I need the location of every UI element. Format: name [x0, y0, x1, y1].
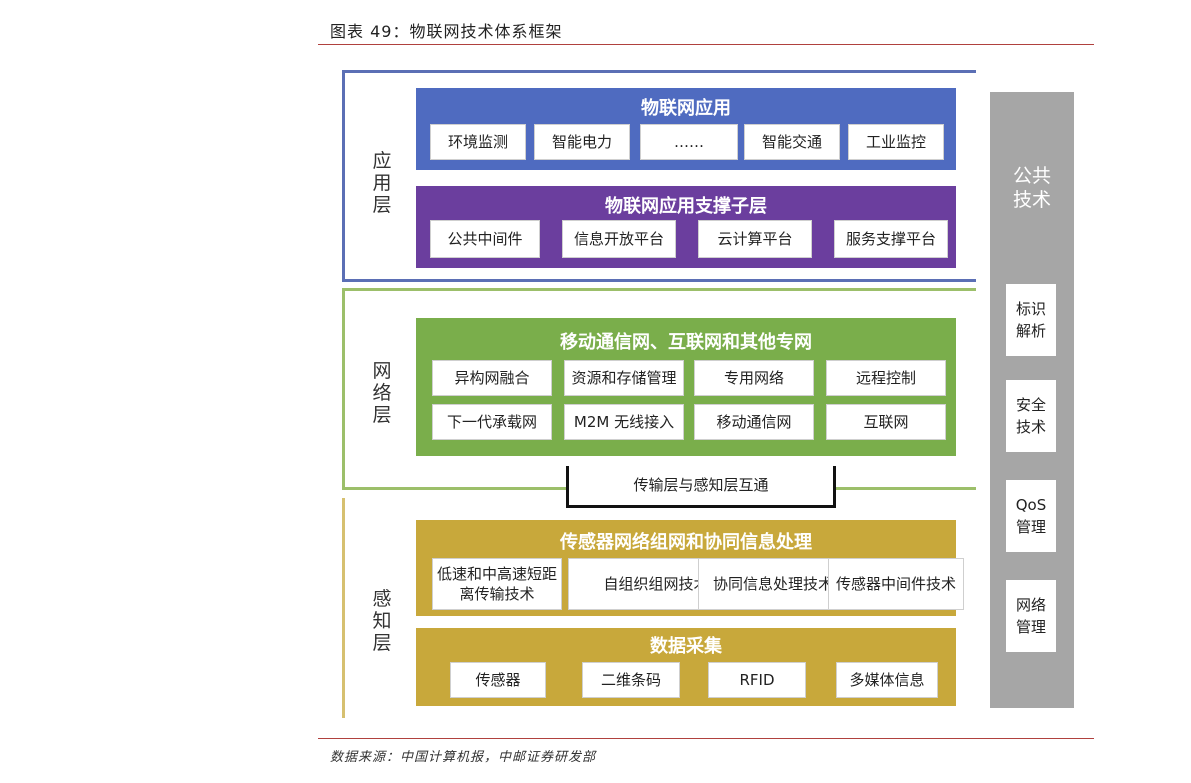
- data-item-rfid: RFID: [708, 662, 806, 698]
- app-item-environment: 环境监测: [430, 124, 526, 160]
- sensing-layer-border: [342, 498, 345, 718]
- net-item-next-gen: 下一代承载网: [432, 404, 552, 440]
- net-item-resource: 资源和存储管理: [564, 360, 684, 396]
- public-tech-sidebar: 公共技术 标识解析 安全技术 QoS管理 网络管理: [990, 92, 1074, 708]
- bridge-label: 传输层与感知层互通: [633, 476, 769, 494]
- application-layer-border: [342, 70, 976, 282]
- side-item-network-mgmt: 网络管理: [1006, 580, 1056, 652]
- application-layer-label: 应用层: [372, 150, 392, 216]
- app-item-ellipsis: ……: [640, 124, 738, 160]
- network-layer-label: 网络层: [372, 360, 392, 426]
- iot-support-title: 物联网应用支撑子层: [605, 196, 767, 217]
- support-item-open-platform: 信息开放平台: [562, 220, 676, 258]
- data-item-barcode: 二维条码: [582, 662, 680, 698]
- network-panel: 移动通信网、互联网和其他专网 异构网融合 资源和存储管理 专用网络 远程控制 下…: [416, 318, 956, 456]
- data-collection-panel: 数据采集 传感器 二维条码 RFID 多媒体信息: [416, 628, 956, 706]
- net-item-private: 专用网络: [694, 360, 814, 396]
- support-item-middleware: 公共中间件: [430, 220, 540, 258]
- data-collection-title: 数据采集: [650, 636, 722, 657]
- support-item-cloud: 云计算平台: [698, 220, 812, 258]
- net-item-mobile: 移动通信网: [694, 404, 814, 440]
- sensor-item-middleware: 传感器中间件技术: [828, 558, 964, 610]
- sensor-item-transmission: 低速和中高速短距离传输技术: [432, 558, 562, 610]
- net-item-m2m: M2M 无线接入: [564, 404, 684, 440]
- net-item-heterogeneous: 异构网融合: [432, 360, 552, 396]
- sensor-network-title: 传感器网络组网和协同信息处理: [560, 532, 812, 553]
- app-item-industrial: 工业监控: [848, 124, 944, 160]
- network-panel-title: 移动通信网、互联网和其他专网: [560, 332, 812, 353]
- public-tech-title: 公共技术: [1012, 165, 1051, 211]
- sensor-network-panel: 传感器网络组网和协同信息处理 低速和中高速短距离传输技术 自组织组网技术 协同信…: [416, 520, 964, 616]
- transport-sensing-bridge: 传输层与感知层互通: [566, 466, 836, 508]
- sensing-layer-label: 感知层: [372, 588, 392, 654]
- app-item-power: 智能电力: [534, 124, 630, 160]
- figure-caption: 图表 49：物联网技术体系框架: [330, 22, 563, 41]
- data-item-multimedia: 多媒体信息: [836, 662, 938, 698]
- iot-support-panel: 物联网应用支撑子层 公共中间件 信息开放平台 云计算平台 服务支撑平台: [416, 186, 956, 268]
- app-item-traffic: 智能交通: [744, 124, 840, 160]
- net-item-remote: 远程控制: [826, 360, 946, 396]
- net-item-internet: 互联网: [826, 404, 946, 440]
- iot-application-title: 物联网应用: [641, 98, 731, 119]
- caption-divider: [318, 44, 1094, 45]
- figure-source: 数据来源：中国计算机报，中邮证券研发部: [330, 750, 597, 765]
- data-item-sensor: 传感器: [450, 662, 546, 698]
- iot-application-panel: 物联网应用 环境监测 智能电力 …… 智能交通 工业监控: [416, 88, 956, 170]
- side-item-identification: 标识解析: [1006, 284, 1056, 356]
- sensor-item-collaborative: 协同信息处理技术: [698, 558, 848, 610]
- side-item-security: 安全技术: [1006, 380, 1056, 452]
- side-item-qos: QoS管理: [1006, 480, 1056, 552]
- support-item-service: 服务支撑平台: [834, 220, 948, 258]
- source-divider: [318, 738, 1094, 739]
